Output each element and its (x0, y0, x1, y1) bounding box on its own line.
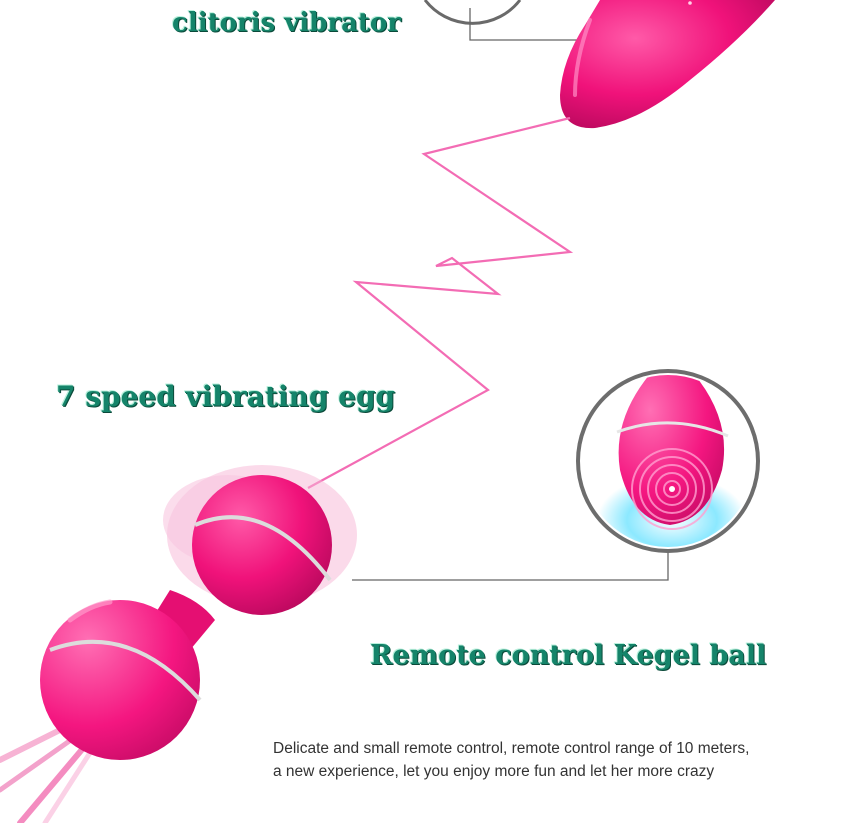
description-line-2: a new experience, let you enjoy more fun… (273, 763, 715, 780)
wireless-signal-zigzag (307, 116, 574, 489)
product-description: Delicate and small remote control, remot… (273, 737, 749, 783)
kegel-ball-image (0, 465, 357, 823)
description-line-1: Delicate and small remote control, remot… (273, 740, 750, 757)
kegel-ball-label: Remote control Kegel ball (370, 640, 767, 671)
kegel-ball-callout (352, 369, 760, 581)
clitoris-vibrator-label: clitoris vibrator (172, 8, 401, 38)
vibrating-egg-label: 7 speed vibrating egg (56, 380, 396, 413)
clitoris-callout-connector (423, 0, 590, 41)
clitoris-vibrator-image (560, 0, 775, 129)
